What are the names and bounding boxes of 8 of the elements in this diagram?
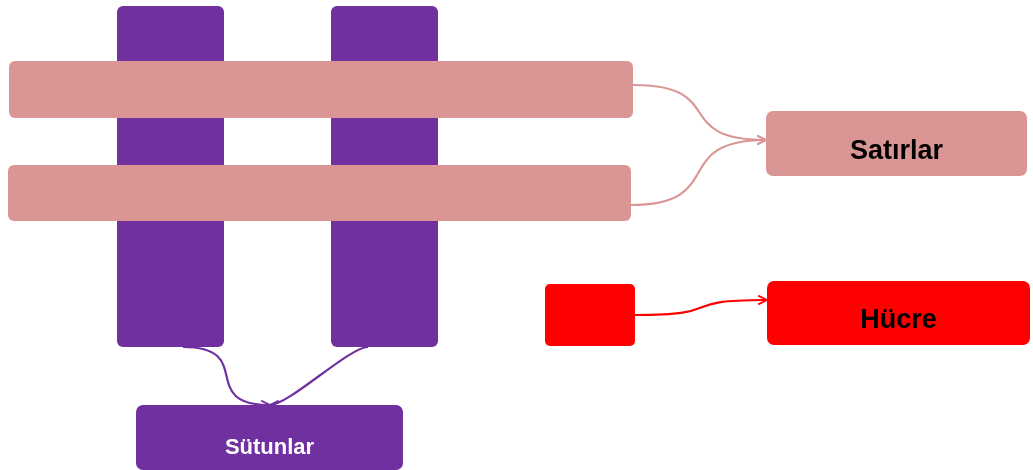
label-box: Satırlar	[766, 111, 1027, 176]
row-bar	[8, 165, 631, 221]
cell-box	[545, 284, 635, 346]
row-bar	[9, 61, 633, 118]
label-box: Hücre	[767, 281, 1030, 345]
arrow	[635, 294, 768, 317]
label-box: Sütunlar	[136, 405, 403, 470]
arrow	[630, 135, 767, 207]
